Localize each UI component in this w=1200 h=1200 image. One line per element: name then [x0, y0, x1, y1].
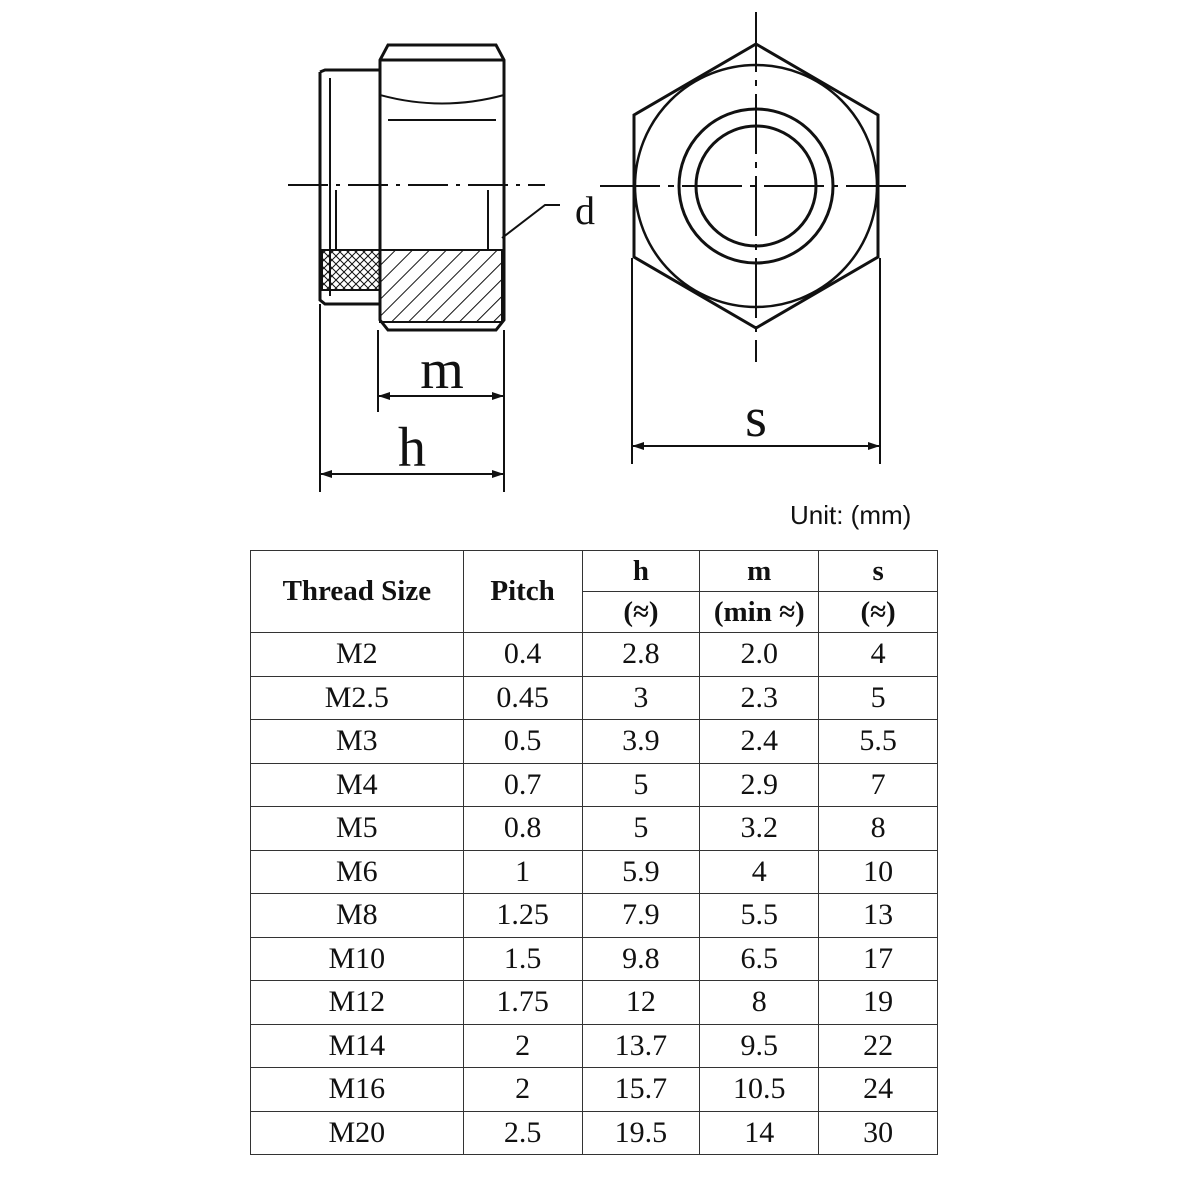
cell-s: 30 — [818, 1110, 938, 1155]
cell-s: 4 — [818, 632, 938, 677]
cell-h: 5 — [581, 806, 701, 851]
cell-m: 6.5 — [699, 936, 820, 981]
cell-m: 2.4 — [699, 719, 820, 764]
cell-thread-size: M2.5 — [250, 675, 464, 720]
cell-s: 8 — [818, 806, 938, 851]
cell-thread-size: M3 — [250, 719, 464, 764]
header-pitch: Pitch — [462, 550, 583, 633]
cell-pitch: 1 — [462, 849, 583, 894]
cell-pitch: 1.25 — [462, 893, 583, 938]
cell-s: 13 — [818, 893, 938, 938]
cell-thread-size: M6 — [250, 849, 464, 894]
cell-s: 22 — [818, 1023, 938, 1068]
cell-thread-size: M14 — [250, 1023, 464, 1068]
cell-m: 5.5 — [699, 893, 820, 938]
cell-m: 8 — [699, 980, 820, 1025]
cell-m: 14 — [699, 1110, 820, 1155]
cell-thread-size: M16 — [250, 1067, 464, 1112]
cell-pitch: 0.8 — [462, 806, 583, 851]
cell-h: 19.5 — [581, 1110, 701, 1155]
cell-h: 15.7 — [581, 1067, 701, 1112]
cell-s: 5 — [818, 675, 938, 720]
header-s: s — [818, 550, 938, 592]
cell-m: 2.3 — [699, 675, 820, 720]
nut-technical-drawing: m h d s — [0, 0, 1200, 520]
label-h: h — [398, 417, 426, 479]
cell-pitch: 2 — [462, 1023, 583, 1068]
cell-h: 12 — [581, 980, 701, 1025]
side-view — [288, 43, 560, 492]
cell-pitch: 0.7 — [462, 762, 583, 807]
cell-m: 2.0 — [699, 632, 820, 677]
cell-pitch: 1.5 — [462, 936, 583, 981]
label-m: m — [420, 339, 464, 401]
cell-thread-size: M8 — [250, 893, 464, 938]
cell-h: 3 — [581, 675, 701, 720]
header-m-sub: (min ≈) — [699, 591, 820, 633]
cell-h: 5 — [581, 762, 701, 807]
cell-m: 3.2 — [699, 806, 820, 851]
label-s: s — [745, 387, 767, 449]
cell-s: 5.5 — [818, 719, 938, 764]
cell-thread-size: M4 — [250, 762, 464, 807]
cell-pitch: 0.45 — [462, 675, 583, 720]
cell-thread-size: M20 — [250, 1110, 464, 1155]
cell-m: 9.5 — [699, 1023, 820, 1068]
cell-s: 24 — [818, 1067, 938, 1112]
cell-pitch: 0.5 — [462, 719, 583, 764]
cell-pitch: 0.4 — [462, 632, 583, 677]
cell-m: 2.9 — [699, 762, 820, 807]
cell-pitch: 2 — [462, 1067, 583, 1112]
header-h: h — [581, 550, 701, 592]
cell-m: 4 — [699, 849, 820, 894]
header-s-sub: (≈) — [818, 591, 938, 633]
cell-h: 13.7 — [581, 1023, 701, 1068]
cell-pitch: 2.5 — [462, 1110, 583, 1155]
cell-h: 5.9 — [581, 849, 701, 894]
cell-s: 19 — [818, 980, 938, 1025]
label-d: d — [575, 188, 595, 233]
spec-table: Thread Size Pitch h m s (≈) (min ≈) (≈) … — [250, 550, 938, 1155]
cell-m: 10.5 — [699, 1067, 820, 1112]
cell-s: 10 — [818, 849, 938, 894]
cell-h: 9.8 — [581, 936, 701, 981]
header-m: m — [699, 550, 820, 592]
header-thread-size: Thread Size — [250, 550, 464, 633]
header-h-sub: (≈) — [581, 591, 701, 633]
cell-pitch: 1.75 — [462, 980, 583, 1025]
cell-thread-size: M10 — [250, 936, 464, 981]
front-view — [600, 12, 912, 464]
cell-h: 2.8 — [581, 632, 701, 677]
cell-s: 7 — [818, 762, 938, 807]
cell-h: 7.9 — [581, 893, 701, 938]
cell-thread-size: M12 — [250, 980, 464, 1025]
cell-h: 3.9 — [581, 719, 701, 764]
cell-s: 17 — [818, 936, 938, 981]
cell-thread-size: M5 — [250, 806, 464, 851]
unit-label: Unit: (mm) — [790, 500, 912, 530]
cell-thread-size: M2 — [250, 632, 464, 677]
